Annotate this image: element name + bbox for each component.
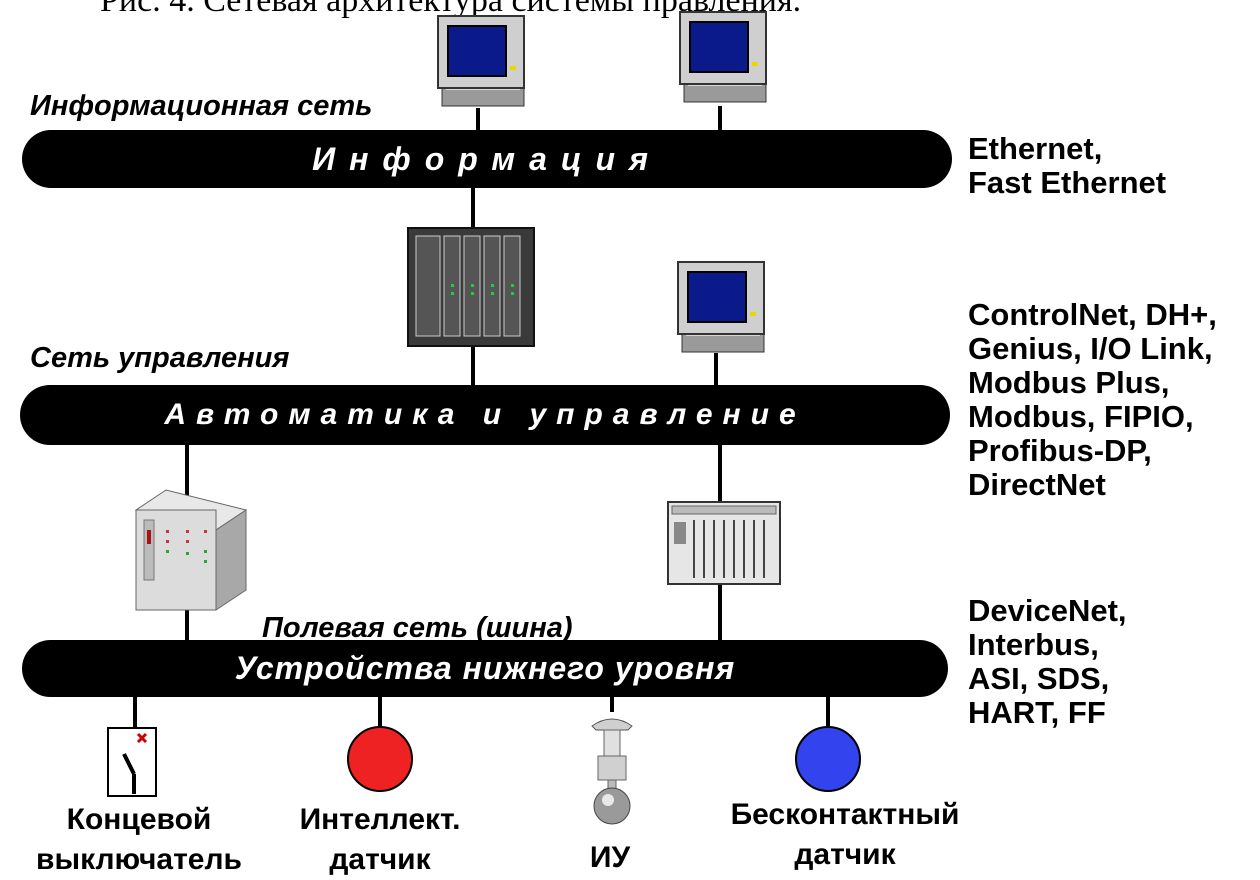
- protocol-line: DirectNet: [968, 467, 1106, 502]
- limit-switch-label: Концевой выключатель: [36, 803, 242, 876]
- field-network-label: Полевая сеть (шина): [262, 612, 573, 644]
- protocol-line: Interbus,: [968, 627, 1099, 662]
- workstation-1: [437, 15, 525, 107]
- protocol-line: Modbus Plus,: [968, 365, 1170, 400]
- protocol-line: Fast Ethernet: [968, 165, 1167, 200]
- protocol-line: Modbus, FIPIO,: [968, 399, 1194, 434]
- field-protocols: DeviceNet, Interbus, ASI, SDS, HART, FF: [968, 594, 1127, 730]
- info-bus: Информация: [22, 130, 952, 188]
- protocol-line: HART, FF: [968, 695, 1106, 730]
- protocol-line: ControlNet, DH+,: [968, 297, 1217, 332]
- protocol-line: Profibus-DP,: [968, 433, 1152, 468]
- actuator-label: ИУ: [589, 841, 631, 874]
- proximity-sensor-icon: [795, 726, 861, 792]
- limit-switch-icon: [107, 727, 157, 797]
- smart-sensor-label: Интеллект. датчик: [299, 803, 461, 876]
- field-bus: Устройства нижнего уровня: [22, 640, 948, 697]
- monitor-screen: [447, 25, 507, 77]
- control-network-label: Сеть управления: [30, 342, 290, 374]
- figure-caption: Рис. 4. Сетевая архитектура системы прав…: [100, 0, 802, 19]
- protocol-line: Ethernet,: [968, 131, 1103, 166]
- smart-sensor-icon: [347, 726, 413, 792]
- actuator-valve-icon: [591, 718, 633, 825]
- protocol-line: DeviceNet,: [968, 593, 1127, 628]
- info-network-label: Информационная сеть: [30, 90, 373, 122]
- protocol-line: ASI, SDS,: [968, 661, 1110, 696]
- workstation-3: [677, 261, 765, 353]
- plc-rack: [407, 227, 535, 347]
- control-bus: Автоматика и управление: [20, 385, 950, 445]
- workstation-2: [679, 11, 767, 103]
- info-protocols: Ethernet, Fast Ethernet: [968, 132, 1166, 200]
- control-protocols: ControlNet, DH+, Genius, I/O Link, Modbu…: [968, 298, 1217, 502]
- io-module-left: [134, 489, 248, 611]
- connection-lines: [133, 106, 830, 728]
- protocol-line: Genius, I/O Link,: [968, 331, 1213, 366]
- io-module-right: [667, 501, 781, 585]
- proximity-sensor-label: Бесконтактный датчик: [730, 798, 960, 871]
